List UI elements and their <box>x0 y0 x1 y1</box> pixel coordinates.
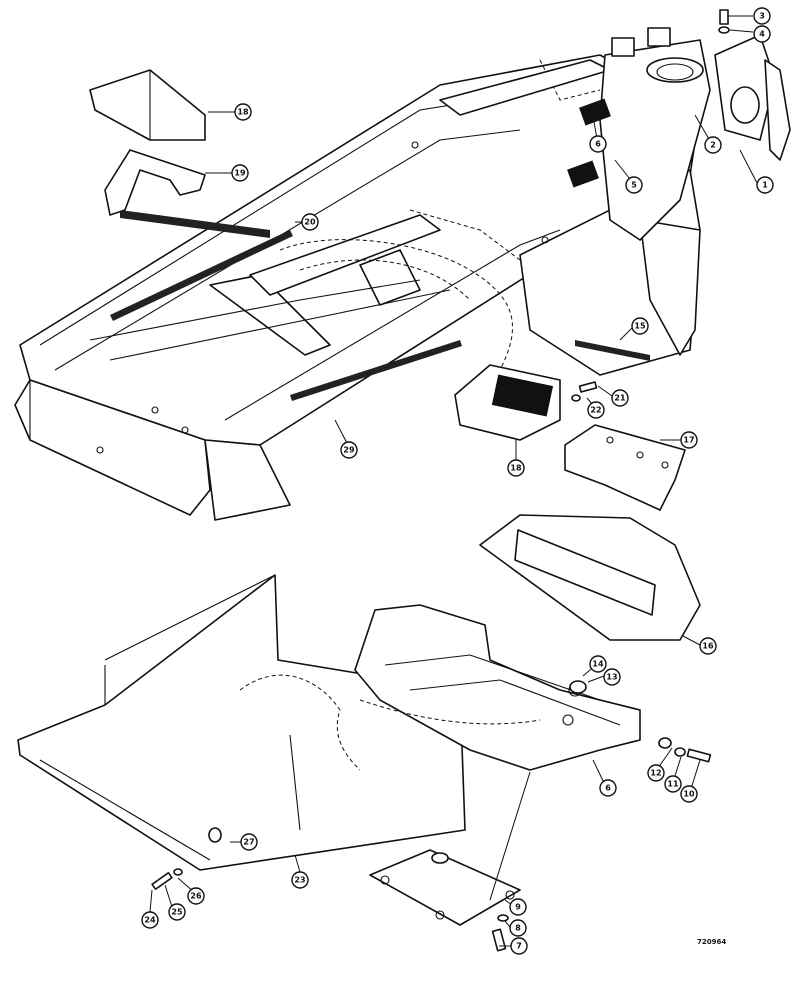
callout-15: 15 <box>631 317 649 335</box>
callout-19: 19 <box>231 164 249 182</box>
callout-label: 2 <box>710 141 716 150</box>
callout-9: 9 <box>509 898 527 916</box>
callout-22: 22 <box>587 401 605 419</box>
callout-29: 29 <box>340 441 358 459</box>
callout-27: 27 <box>240 833 258 851</box>
callout-label: 14 <box>592 660 604 669</box>
callout-label: 12 <box>650 769 661 778</box>
callout-label: 24 <box>144 916 156 925</box>
callout-6-lower: 6 <box>599 779 617 797</box>
callout-label: 17 <box>683 436 694 445</box>
callout-21: 21 <box>611 389 629 407</box>
callout-label: 5 <box>631 181 637 190</box>
callout-label: 16 <box>702 642 714 651</box>
callout-label: 15 <box>634 322 646 331</box>
callout-26: 26 <box>187 887 205 905</box>
callout-label: 23 <box>294 876 305 885</box>
part-6-mount <box>354 604 641 771</box>
callout-label: 18 <box>510 464 522 473</box>
callout-label: 25 <box>171 908 183 917</box>
spring-blocks <box>567 98 611 188</box>
callout-24: 24 <box>141 911 159 929</box>
callout-14: 14 <box>589 655 607 673</box>
callout-label: 3 <box>759 12 765 21</box>
callout-label: 4 <box>759 30 765 39</box>
callout-label: 20 <box>304 218 316 227</box>
callout-label: 6 <box>595 140 601 149</box>
drawing-number: 720964 <box>697 938 726 946</box>
callout-label: 21 <box>614 394 626 403</box>
callout-label: 26 <box>190 892 202 901</box>
part-9-base-plate <box>369 849 521 926</box>
part-18-grate <box>454 364 561 441</box>
part-22-lower-deck <box>17 574 466 871</box>
callout-label: 13 <box>606 673 617 682</box>
callout-12: 12 <box>647 764 665 782</box>
callout-13: 13 <box>603 668 621 686</box>
callout-2: 2 <box>704 136 722 154</box>
callout-label: 8 <box>515 924 521 933</box>
part-16-plate <box>479 514 701 641</box>
callout-7: 7 <box>510 937 528 955</box>
callout-label: 10 <box>683 790 695 799</box>
callout-label: 7 <box>516 942 522 951</box>
callout-label: 18 <box>237 108 249 117</box>
part-19-cover <box>89 69 206 141</box>
callout-label: 22 <box>590 406 601 415</box>
gearbox-shield <box>714 34 791 161</box>
callout-18-upper: 18 <box>234 103 252 121</box>
callout-8: 8 <box>509 919 527 937</box>
callout-20: 20 <box>301 213 319 231</box>
callout-label: 6 <box>605 784 611 793</box>
callout-3: 3 <box>753 7 771 25</box>
part-17-plate <box>564 424 686 511</box>
callout-23: 23 <box>291 871 309 889</box>
part-20-bracket <box>104 149 206 216</box>
callout-label: 9 <box>515 903 521 912</box>
callout-label: 11 <box>667 780 679 789</box>
callout-label: 19 <box>234 169 246 178</box>
callout-25: 25 <box>168 903 186 921</box>
callout-16: 16 <box>699 637 717 655</box>
callout-10: 10 <box>680 785 698 803</box>
callout-label: 29 <box>343 446 355 455</box>
callout-1: 1 <box>756 176 774 194</box>
callout-4: 4 <box>753 25 771 43</box>
hardware <box>151 9 730 952</box>
callout-5: 5 <box>625 176 643 194</box>
callout-11: 11 <box>664 775 682 793</box>
callout-label: 27 <box>243 838 254 847</box>
callout-17: 17 <box>680 431 698 449</box>
callout-6-upper: 6 <box>589 135 607 153</box>
callout-label: 1 <box>762 181 768 190</box>
callout-18-lower: 18 <box>507 459 525 477</box>
